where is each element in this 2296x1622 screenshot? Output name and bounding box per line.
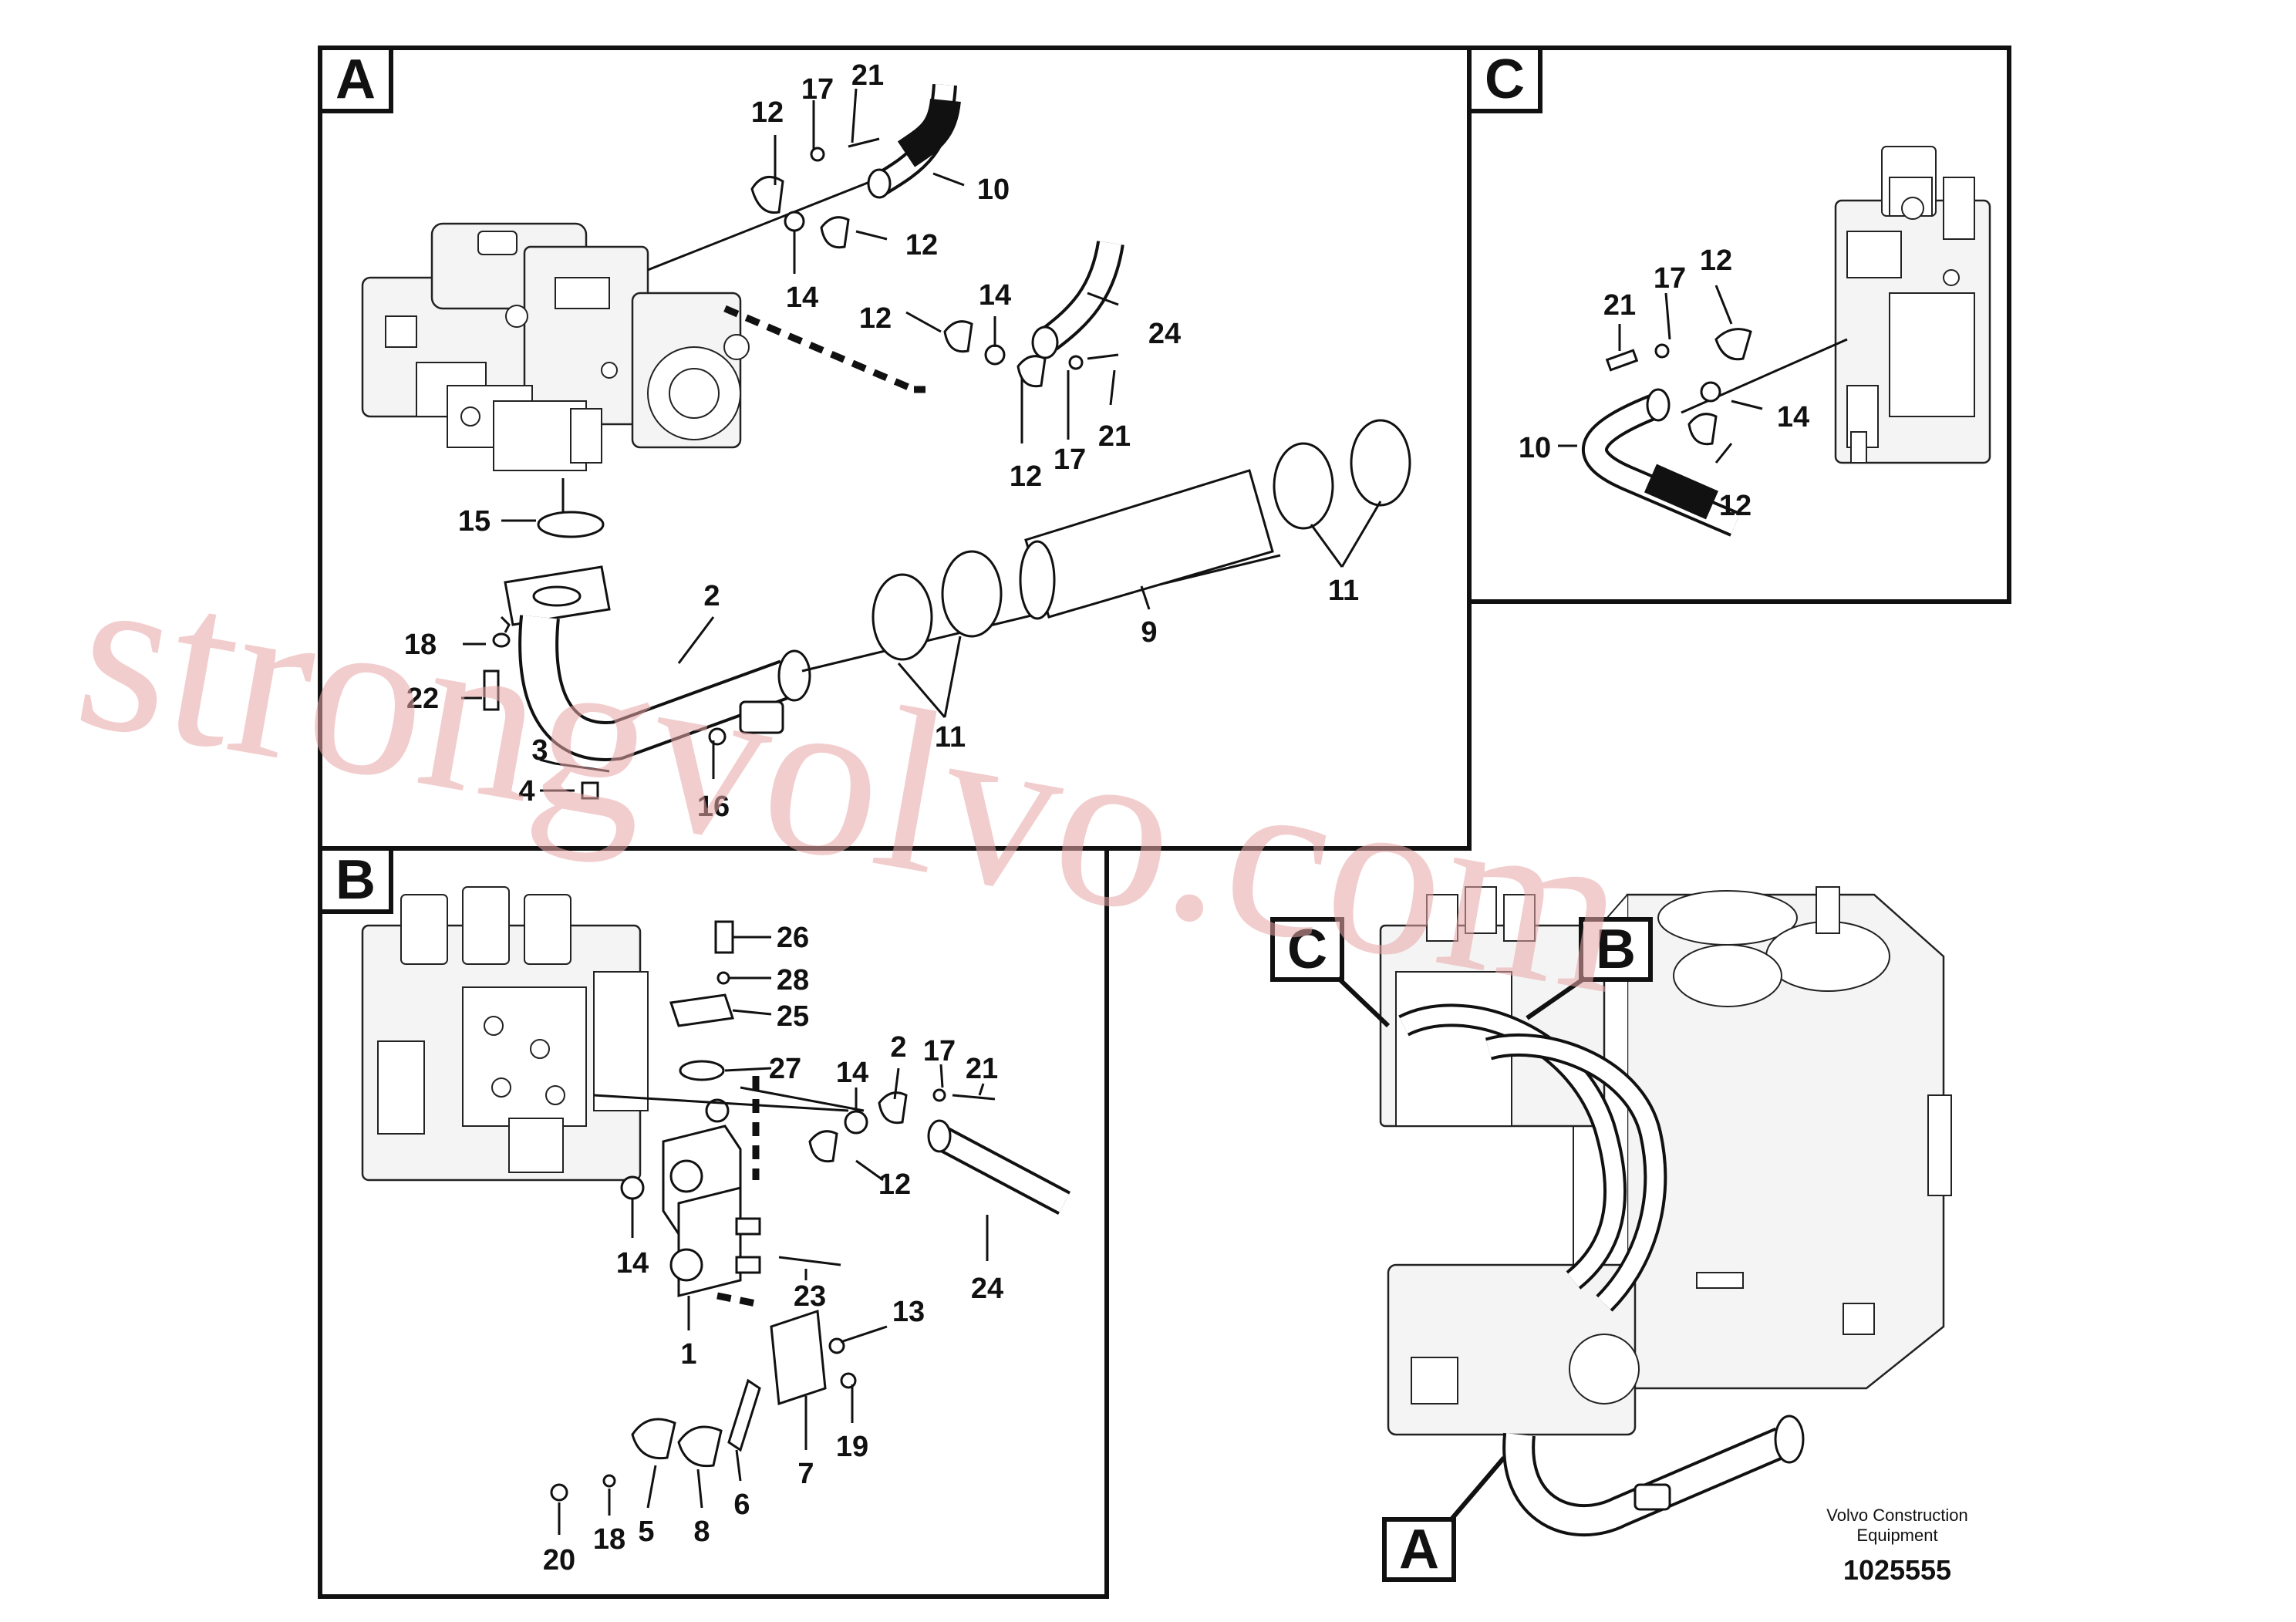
part-number: 8 — [693, 1516, 710, 1548]
part-number: 12 — [751, 96, 784, 129]
part-number: 25 — [777, 1000, 809, 1033]
part-number: 12 — [1010, 460, 1042, 493]
part-number: 20 — [543, 1544, 575, 1576]
part-number: 11 — [935, 721, 966, 754]
part-number: 17 — [801, 73, 834, 106]
part-number: 12 — [878, 1168, 911, 1201]
part-number: 17 — [923, 1035, 956, 1067]
part-number: 5 — [638, 1516, 654, 1548]
part-number: 26 — [777, 922, 809, 954]
part-number: 24 — [971, 1273, 1003, 1305]
hydraulic-pump-illustration — [361, 222, 750, 513]
footer-company-line1: Volvo Construction — [1826, 1506, 1967, 1525]
part-number: 11 — [1328, 575, 1359, 607]
part-number: 21 — [966, 1053, 998, 1085]
part-number: 17 — [1654, 262, 1686, 295]
part-number: 14 — [616, 1247, 649, 1280]
panel-c-letter: C — [1485, 49, 1525, 110]
part-number: 12 — [1700, 244, 1732, 277]
part-number: 6 — [733, 1489, 750, 1521]
panel-a-labels: 12 17 21 10 12 14 12 14 24 12 17 21 15 2… — [404, 59, 1359, 823]
panel-b-labels: 26 28 25 27 14 2 17 21 14 12 24 23 1 13 … — [543, 922, 1003, 1576]
part-number: 12 — [1719, 490, 1752, 522]
overview-illustration: C B A — [1270, 886, 1952, 1582]
part-number: 27 — [769, 1053, 801, 1085]
part-number: 28 — [777, 964, 809, 996]
panel-c: C 17 12 — [1467, 46, 2011, 604]
panel-b: B — [318, 846, 1109, 1599]
overview-callout-b: B — [1596, 919, 1636, 980]
part-number: 24 — [1148, 318, 1181, 350]
part-number: 14 — [979, 279, 1011, 312]
part-number: 15 — [458, 505, 491, 538]
part-number: 12 — [905, 229, 938, 261]
part-number: 18 — [404, 629, 437, 661]
part-number: 19 — [836, 1431, 868, 1463]
part-number: 23 — [794, 1280, 826, 1313]
panel-a-letter: A — [335, 49, 376, 110]
part-number: 2 — [703, 580, 720, 612]
panel-b-letter: B — [335, 849, 376, 911]
footer-company-line2: Equipment — [1856, 1526, 1937, 1545]
overview-callout-c: C — [1287, 919, 1327, 980]
part-number: 3 — [531, 734, 548, 767]
part-number: 4 — [518, 775, 534, 808]
part-number: 10 — [977, 174, 1010, 206]
part-number: 16 — [697, 791, 730, 823]
part-number: 9 — [1141, 616, 1157, 649]
part-number: 2 — [890, 1031, 906, 1064]
part-number: 12 — [859, 302, 892, 335]
part-number: 14 — [836, 1057, 868, 1089]
part-number: 21 — [1603, 289, 1636, 322]
part-number: 17 — [1054, 443, 1086, 476]
footer-block: Volvo Construction Equipment 1025555 — [1826, 1506, 1967, 1586]
part-number: 13 — [892, 1296, 925, 1328]
part-number: 21 — [851, 59, 884, 92]
overview-callout-a: A — [1399, 1519, 1439, 1580]
panel-c-labels: 17 12 21 14 10 12 — [1519, 244, 1809, 522]
part-number: 18 — [593, 1523, 625, 1556]
part-number: 10 — [1519, 432, 1551, 464]
control-valve-illustration — [1834, 146, 1991, 464]
panel-a: A — [318, 46, 1472, 851]
part-number: 14 — [1777, 401, 1809, 433]
part-number: 21 — [1098, 420, 1131, 453]
part-number: 22 — [406, 683, 439, 715]
part-number: 14 — [786, 282, 818, 314]
part-number: 7 — [797, 1458, 814, 1490]
part-number: 1 — [680, 1338, 696, 1371]
footer-drawing-number: 1025555 — [1843, 1554, 1951, 1586]
control-valve-block-illustration — [361, 886, 649, 1182]
